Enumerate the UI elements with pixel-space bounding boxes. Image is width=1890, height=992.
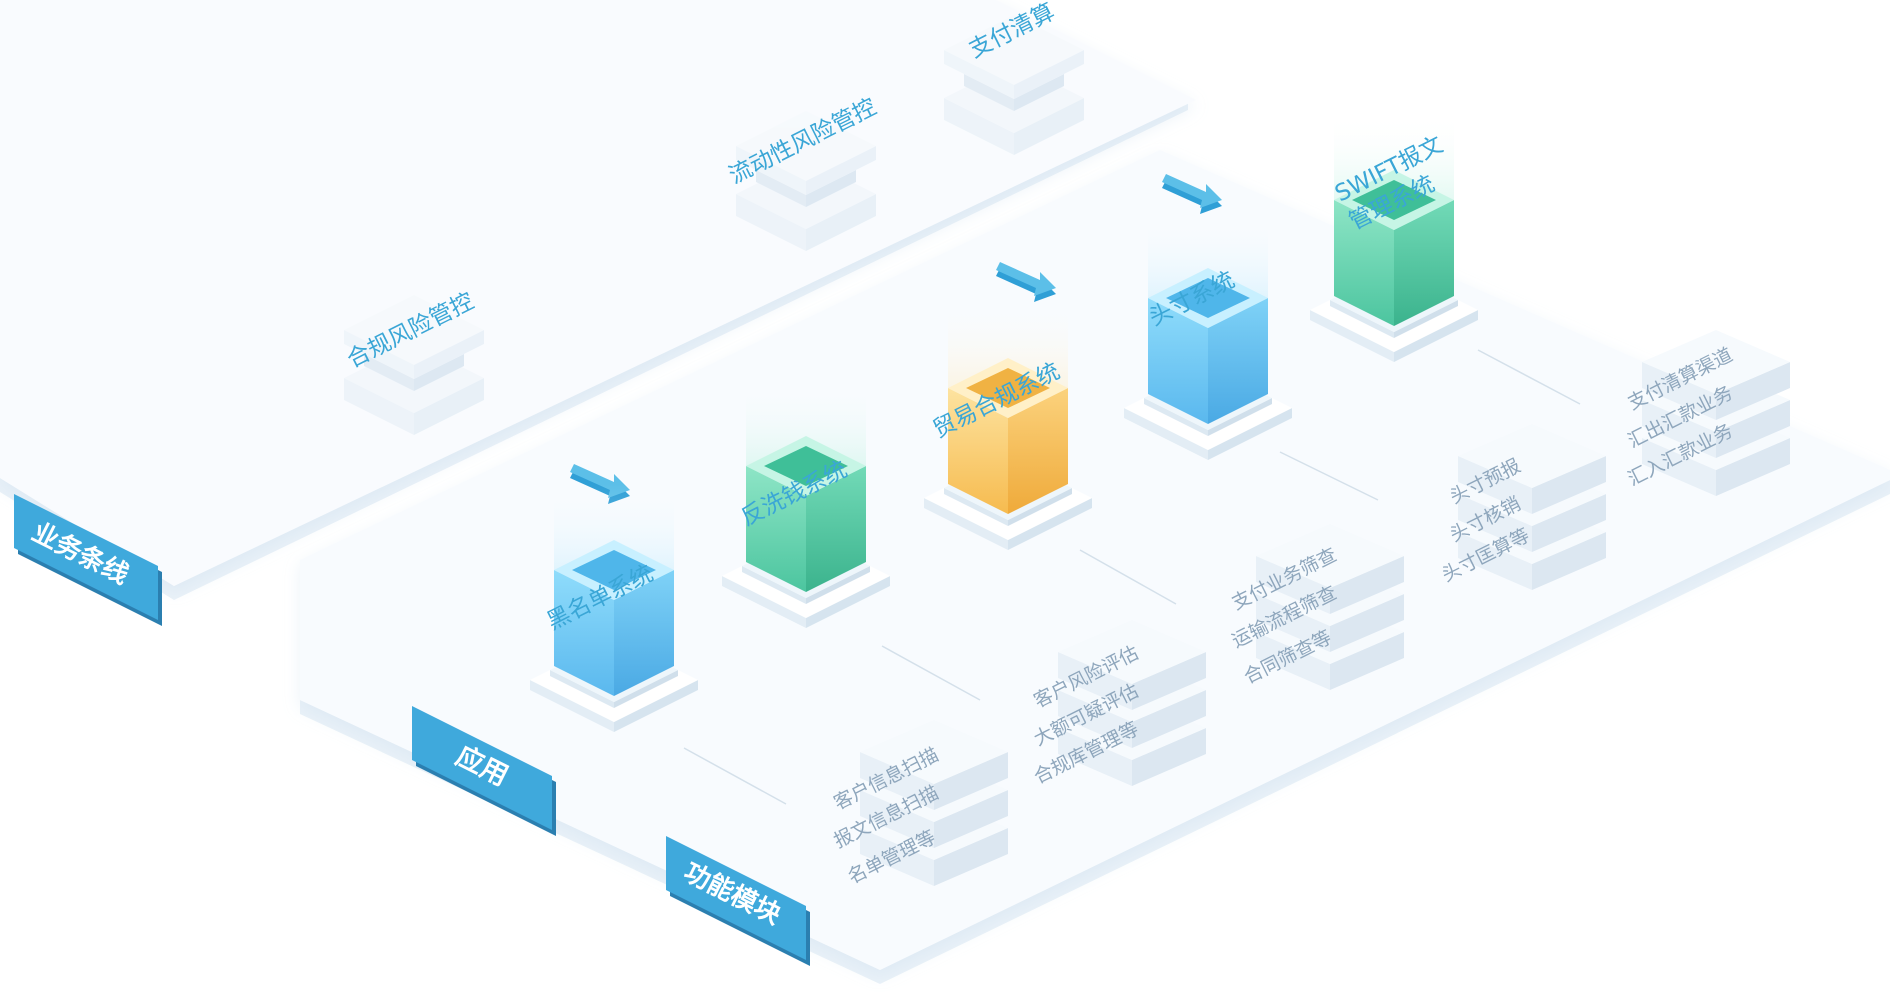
module-stack <box>860 720 1008 886</box>
module-stack <box>1058 620 1206 786</box>
system-cubes <box>530 114 1478 732</box>
connector-line <box>1477 349 1581 405</box>
flow-arrow <box>1162 174 1222 214</box>
function-module-stacks <box>860 330 1790 886</box>
category-tags: 业务条线 应用 功能模块 <box>14 494 810 966</box>
connector-line <box>1079 549 1177 605</box>
connector-lines <box>683 349 1581 805</box>
module-stack <box>1256 524 1404 690</box>
business-line-icon <box>736 111 876 251</box>
business-line-icon <box>344 295 484 435</box>
cube-opening <box>1352 180 1436 220</box>
cube-left-face <box>948 388 1008 514</box>
cube-opening <box>572 550 656 590</box>
system-cube <box>530 484 698 732</box>
system-cube <box>722 380 890 628</box>
connector-line <box>683 747 787 805</box>
cube-right-face <box>1208 298 1268 424</box>
cube-left-face <box>1334 200 1394 326</box>
business-line-platform <box>0 0 1196 586</box>
business-line-icon <box>944 15 1084 155</box>
cube-left-face <box>1148 298 1208 424</box>
cube-right-face <box>806 466 866 592</box>
system-cube <box>1310 114 1478 362</box>
cube-opening <box>764 446 848 486</box>
cube-right-face <box>1008 388 1068 514</box>
connector-line <box>1279 451 1379 501</box>
application-platform <box>300 150 1890 970</box>
cube-right-face <box>614 570 674 696</box>
business-line-icons <box>344 15 1084 435</box>
cube-right-face <box>1394 200 1454 326</box>
system-cube <box>1124 212 1292 460</box>
flow-arrows <box>570 174 1222 504</box>
cube-left-face <box>554 570 614 696</box>
flow-arrow <box>996 262 1056 302</box>
module-stack <box>1458 424 1606 590</box>
cube-left-face <box>746 466 806 592</box>
connector-line <box>881 645 981 701</box>
module-stack <box>1642 330 1790 496</box>
cube-opening <box>966 368 1050 408</box>
system-cube <box>924 302 1092 550</box>
cube-opening <box>1166 278 1250 318</box>
